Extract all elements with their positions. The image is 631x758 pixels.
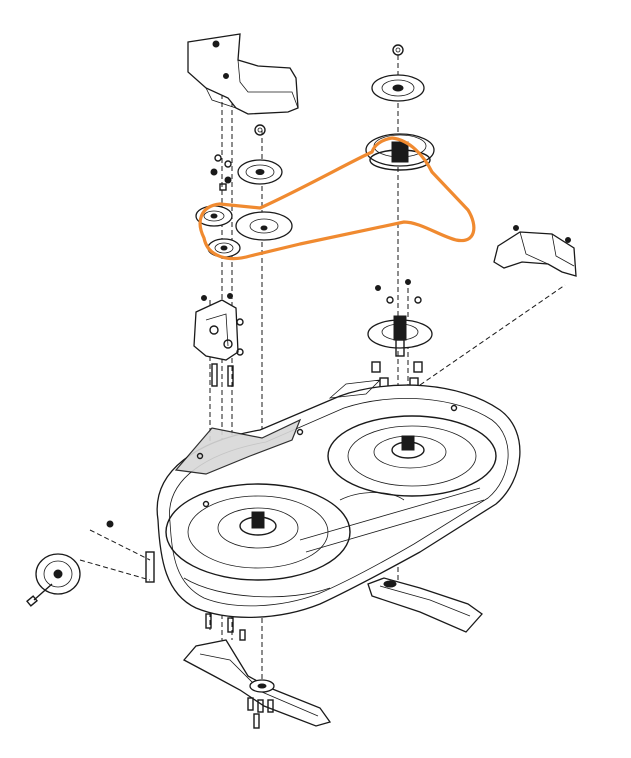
belt-cover-shield: [187, 33, 299, 115]
drive-belt: [198, 136, 476, 261]
drive-pulley-top: [371, 44, 425, 102]
fasteners-left-column: [210, 124, 266, 191]
gauge-wheel: [26, 520, 155, 607]
blade-spindle-right: [367, 279, 433, 389]
idler-pulley-flat: [235, 211, 293, 241]
cutting-blade-right: [367, 577, 483, 633]
cutting-blade-left: [182, 639, 332, 729]
idler-pulley-top: [237, 159, 283, 185]
deck-housing: [156, 379, 521, 618]
fasteners-lower-left: [205, 613, 246, 641]
idler-bracket: [193, 293, 244, 387]
deflector-bracket: [493, 225, 577, 277]
